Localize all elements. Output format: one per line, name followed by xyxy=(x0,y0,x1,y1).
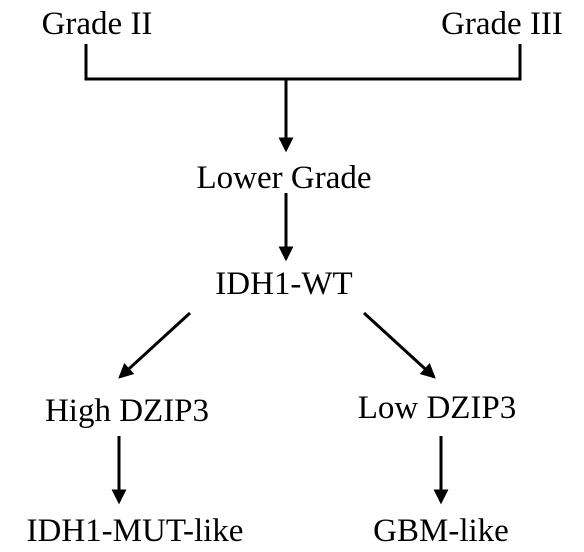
node-gbm-like: GBM-like xyxy=(373,513,509,549)
node-high-dzip3: High DZIP3 xyxy=(45,393,209,429)
node-low-dzip3: Low DZIP3 xyxy=(358,390,517,426)
arrow-to-low-dzip3 xyxy=(362,311,436,379)
node-idh1-wt: IDH1-WT xyxy=(215,266,352,302)
node-grade-ii: Grade II xyxy=(42,6,153,42)
node-idh1-mut-like: IDH1-MUT-like xyxy=(27,513,244,549)
node-grade-iii: Grade III xyxy=(441,6,563,42)
merge-bracket xyxy=(84,44,522,81)
node-lower-grade: Lower Grade xyxy=(197,160,372,196)
arrow-to-high-dzip3 xyxy=(118,311,192,379)
